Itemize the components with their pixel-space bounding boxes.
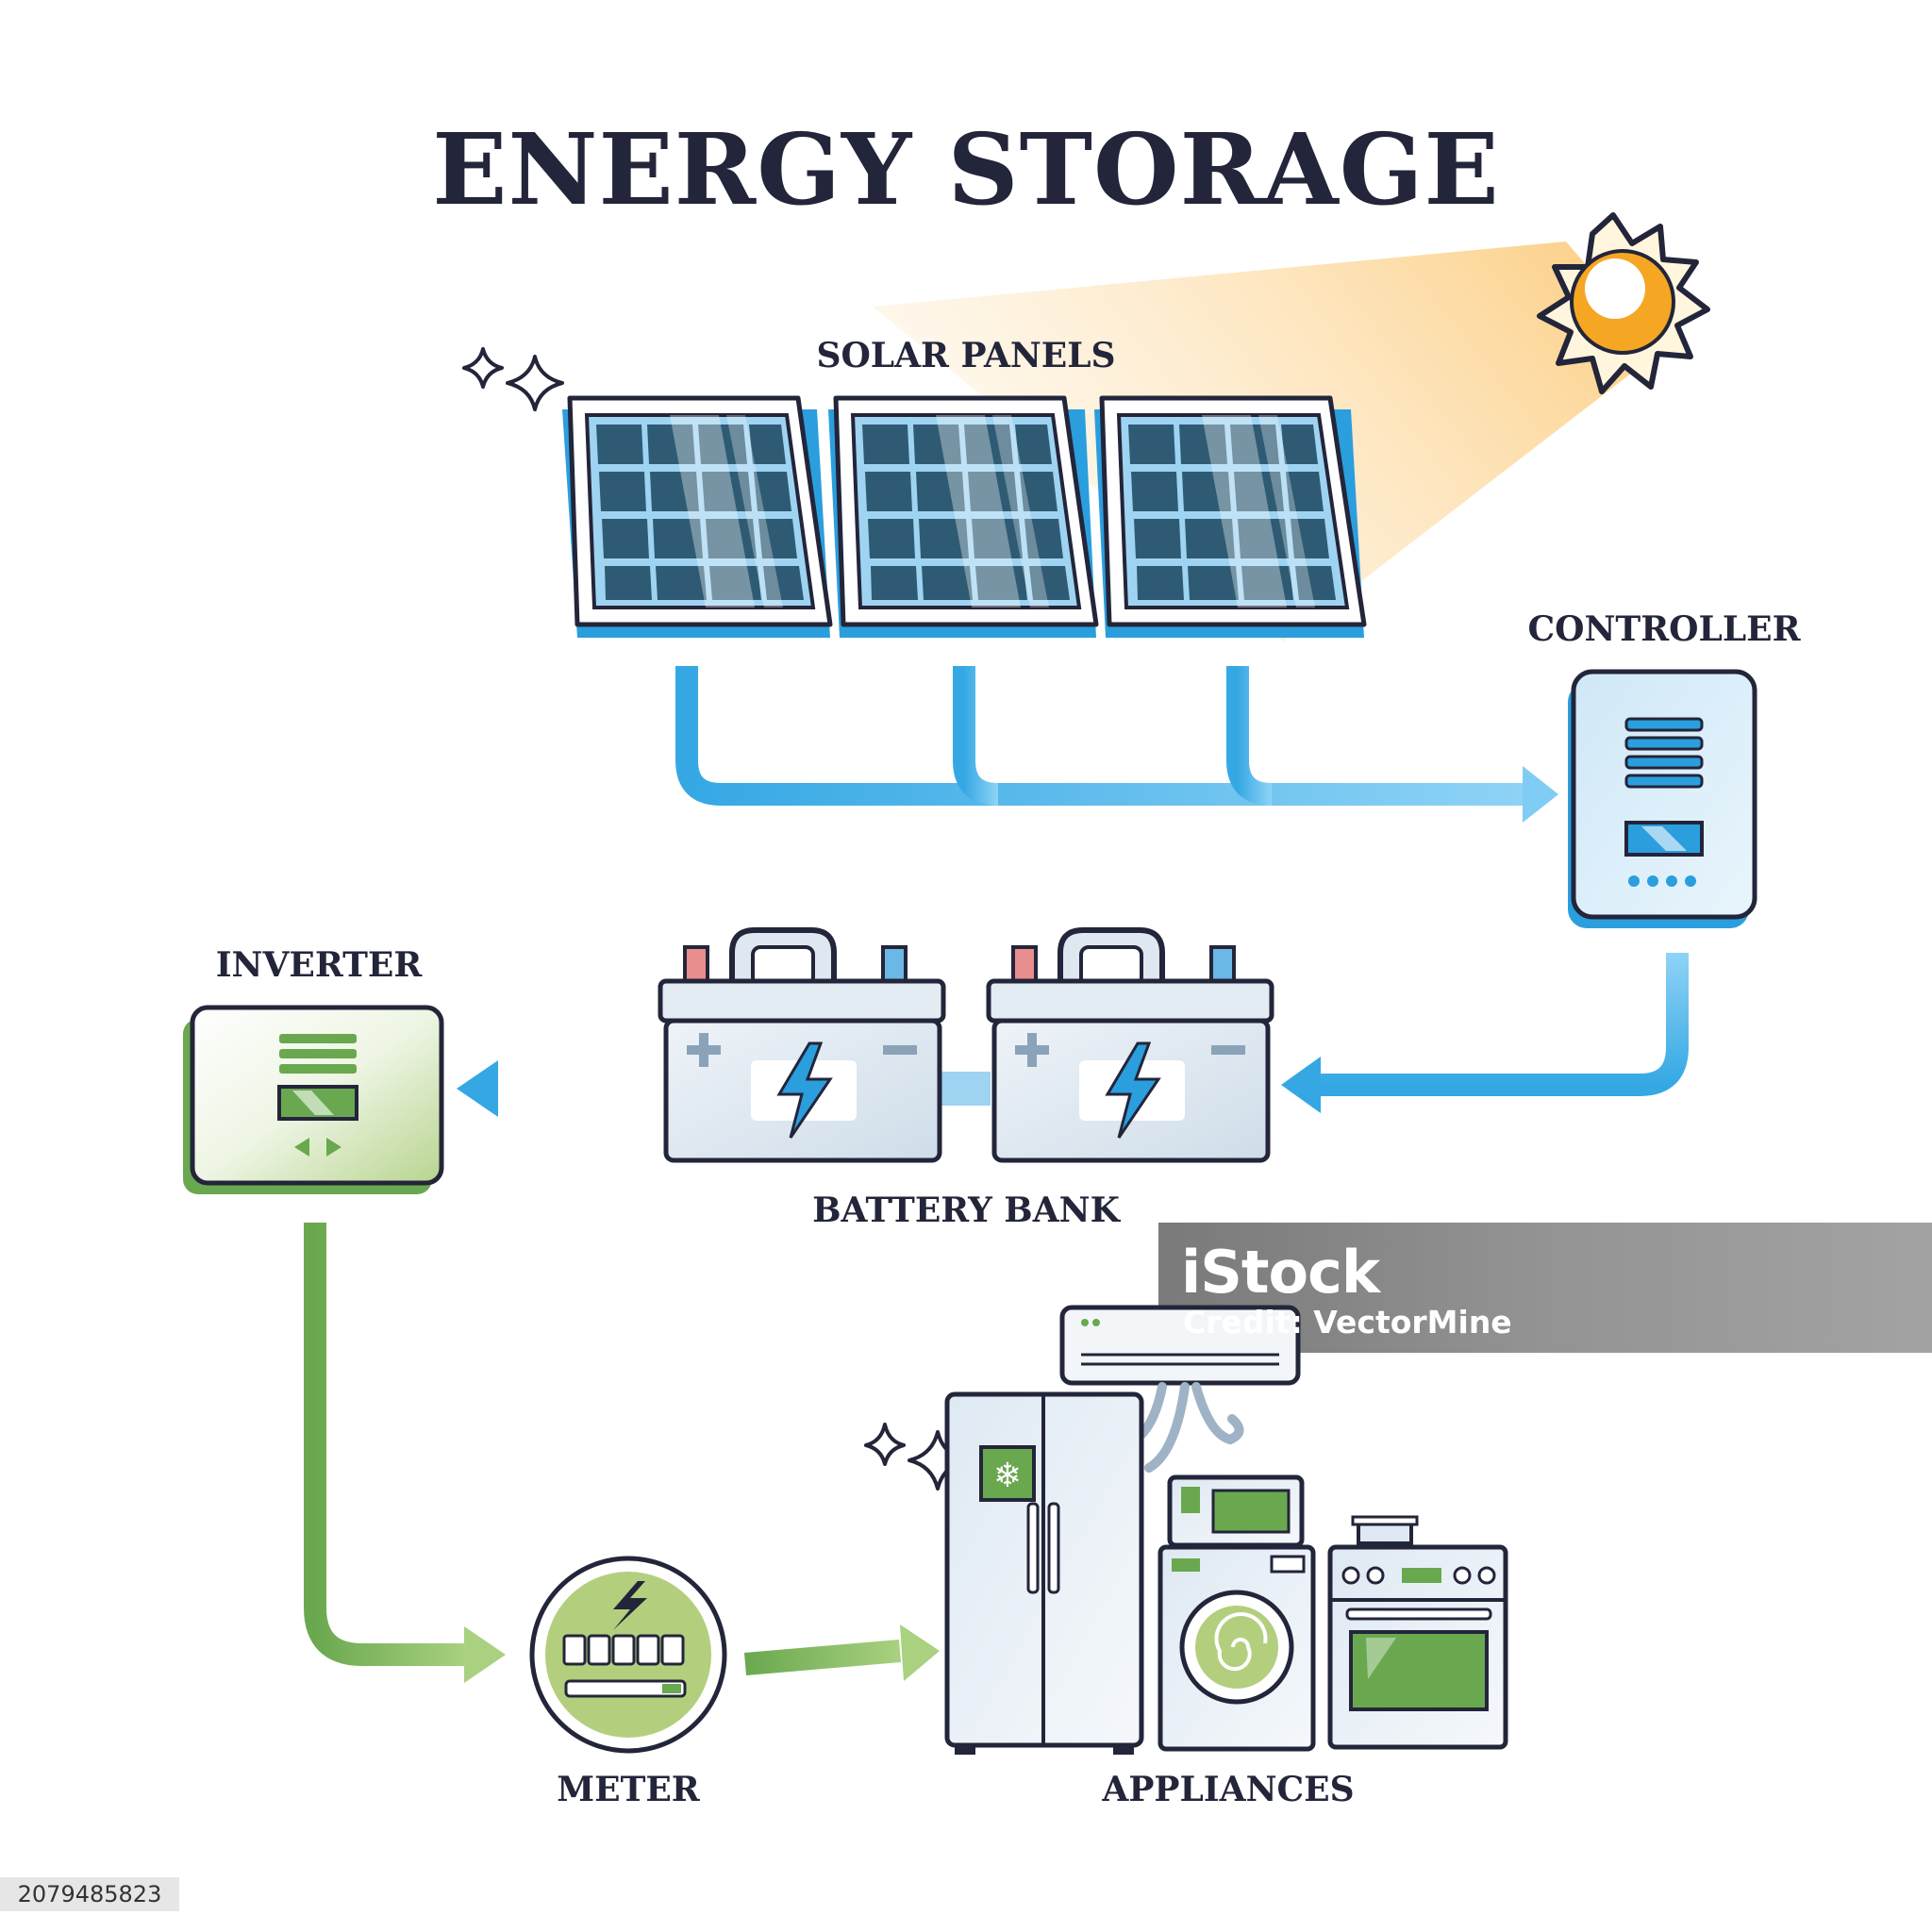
meter-icon	[529, 1556, 727, 1754]
watermark-credit: Credit: VectorMine	[1183, 1304, 1512, 1341]
solar-panel-icon	[562, 395, 833, 638]
stock-image-id: 2079485823	[0, 1877, 179, 1911]
arrow-to-battery	[1281, 1057, 1321, 1113]
battery-icon	[658, 927, 946, 1163]
controller-icon	[1568, 669, 1757, 928]
washing-machine-icon	[1158, 1544, 1316, 1752]
solar-to-controller-flow	[675, 666, 1528, 806]
controller-to-battery-flow	[1317, 953, 1689, 1096]
label-battery-bank: BATTERY BANK	[812, 1191, 1120, 1230]
inverter-to-meter-flow	[304, 1223, 466, 1666]
arrow-to-controller	[1523, 766, 1558, 823]
label-controller: CONTROLLER	[1527, 609, 1801, 649]
page-title: ENERGY STORAGE	[432, 111, 1500, 227]
sun-icon	[1537, 212, 1710, 394]
label-solar-panels: SOLAR PANELS	[816, 336, 1116, 375]
arrow-to-appliances	[900, 1624, 940, 1681]
solar-panel-icon	[1094, 395, 1367, 638]
battery-icon	[986, 927, 1274, 1163]
arrow-to-meter	[464, 1626, 506, 1683]
label-appliances: APPLIANCES	[1102, 1770, 1355, 1809]
solar-panel-icon	[828, 395, 1099, 638]
label-meter: METER	[557, 1770, 700, 1809]
inverter-icon	[183, 1005, 444, 1194]
sparkle-icon	[462, 347, 968, 1491]
meter-to-appliances-flow	[743, 1640, 902, 1675]
solar-panel-array	[562, 395, 1367, 638]
svg-text:❄: ❄	[993, 1457, 1022, 1495]
watermark-brand: iStock	[1181, 1238, 1380, 1307]
label-inverter: INVERTER	[215, 945, 423, 985]
microwave-icon	[1167, 1474, 1305, 1548]
refrigerator-icon: ❄	[944, 1391, 1144, 1755]
stove-icon	[1327, 1515, 1508, 1750]
arrow-to-inverter	[457, 1060, 498, 1117]
battery-link	[940, 1072, 991, 1106]
